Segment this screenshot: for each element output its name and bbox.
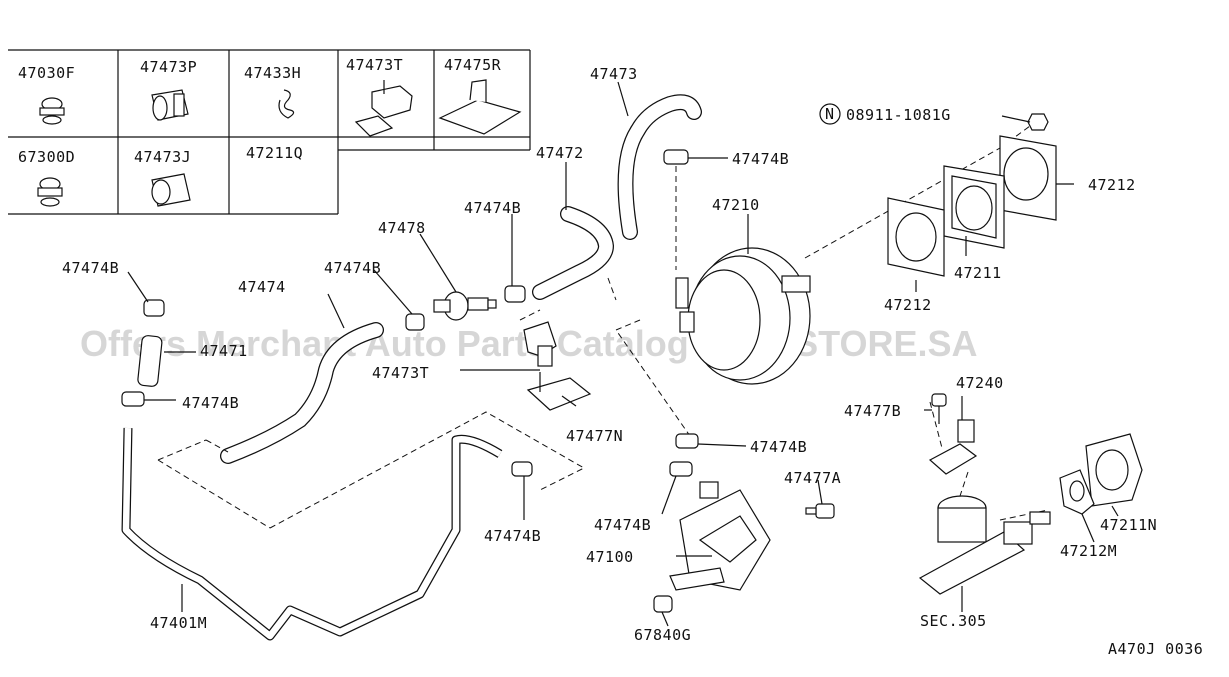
inset-table xyxy=(8,49,531,215)
brake-booster-47210[interactable] xyxy=(675,247,811,385)
label-47474B: 47474B xyxy=(732,150,789,168)
vacuum-switch-47240[interactable] xyxy=(928,419,978,475)
grommet-icon xyxy=(39,97,65,125)
label-47474B: 47474B xyxy=(484,527,541,545)
hose-47474[interactable] xyxy=(220,322,384,464)
label-47474B: 47474B xyxy=(324,259,381,277)
inset-cell-47473J[interactable]: 47473J xyxy=(134,148,191,207)
gasket-47212M[interactable] xyxy=(1059,469,1095,515)
routing-outline xyxy=(157,411,586,529)
bracket-47477N[interactable] xyxy=(526,372,592,411)
part-number: 47475R xyxy=(444,56,502,74)
label-47472: 47472 xyxy=(536,144,584,162)
spring-clip-icon xyxy=(278,89,295,119)
label-47212: 47212 xyxy=(1088,176,1136,194)
label-08911-1081G: 08911-1081G xyxy=(846,106,951,124)
clamp-icon xyxy=(121,149,699,477)
label-47240: 47240 xyxy=(956,374,1004,392)
routing-outline xyxy=(519,277,617,321)
bracket-plate-icon xyxy=(438,79,522,135)
label-47211N: 47211N xyxy=(1100,516,1157,534)
label-47478: 47478 xyxy=(378,219,426,237)
label-47474B: 47474B xyxy=(750,438,807,456)
hose-47472[interactable] xyxy=(532,206,615,300)
cap-67840G[interactable] xyxy=(653,595,673,613)
label-47474B: 47474B xyxy=(594,516,651,534)
routing-outline xyxy=(929,401,969,497)
label-47477N: 47477N xyxy=(566,427,623,445)
bolt-47477B[interactable] xyxy=(931,393,947,424)
inset-cell-47211Q[interactable]: 47211Q xyxy=(246,144,303,207)
flange-47211N[interactable] xyxy=(1085,433,1143,507)
inset-cell-47433H[interactable]: 47433H xyxy=(244,64,301,119)
check-valve-47478[interactable] xyxy=(433,291,497,321)
nut-08911[interactable] xyxy=(1027,113,1049,131)
gasket-47212-front[interactable] xyxy=(887,197,945,277)
gasket-47212-rear[interactable] xyxy=(999,135,1057,221)
label-47473: 47473 xyxy=(590,65,638,83)
label-47474B: 47474B xyxy=(182,394,239,412)
label-47401M: 47401M xyxy=(150,614,207,632)
part-number: 47433H xyxy=(244,64,301,82)
hose-47473[interactable] xyxy=(617,94,702,240)
label-47471: 47471 xyxy=(200,342,248,360)
part-number: 67300D xyxy=(18,148,75,166)
label-47477A: 47477A xyxy=(784,469,841,487)
inset-cell-47473T[interactable]: 47473T xyxy=(346,56,413,137)
label-47477B: 47477B xyxy=(844,402,901,420)
hose-47471[interactable] xyxy=(137,335,163,387)
label-47473T: 47473T xyxy=(372,364,429,382)
inset-cell-47473P[interactable]: 47473P xyxy=(140,58,197,121)
part-number: 47030F xyxy=(18,64,75,82)
inset-cell-47475R[interactable]: 47475R xyxy=(438,56,522,135)
part-number: 47473J xyxy=(134,148,191,166)
inset-cell-67300D[interactable]: 67300D xyxy=(18,148,75,207)
label-47212: 47212 xyxy=(884,296,932,314)
label-47211: 47211 xyxy=(954,264,1002,282)
leader-lines xyxy=(127,81,1119,627)
clip-icon xyxy=(151,173,191,207)
label-47474B: 47474B xyxy=(62,259,119,277)
footer-code: A470J 0036 xyxy=(1108,640,1203,658)
part-number: 47473P xyxy=(140,58,197,76)
spacer-47211[interactable] xyxy=(943,165,1005,249)
label-67840G: 67840G xyxy=(634,626,691,644)
routing-outline xyxy=(615,319,691,437)
n-mark: N xyxy=(825,105,835,123)
label-sec-305: SEC.305 xyxy=(920,612,987,630)
bracket-icon xyxy=(354,80,413,137)
clip-icon xyxy=(151,89,189,121)
routing-outline xyxy=(157,459,271,529)
part-number: 47211Q xyxy=(246,144,303,162)
bolt-47477A[interactable] xyxy=(805,503,835,519)
pipe-47401M[interactable] xyxy=(121,427,503,641)
reservoir-47100[interactable] xyxy=(669,481,771,591)
inset-cell-47030F[interactable]: 47030F xyxy=(18,64,75,125)
label-47474B: 47474B xyxy=(464,199,521,217)
label-47212M: 47212M xyxy=(1060,542,1117,560)
label-47100: 47100 xyxy=(586,548,634,566)
callout-labels: 47473 47472 47474B 47210 N 08911-1081G 4… xyxy=(62,65,1157,644)
label-47210: 47210 xyxy=(712,196,760,214)
master-cylinder[interactable] xyxy=(918,495,1051,595)
label-47474: 47474 xyxy=(238,278,286,296)
grommet-icon xyxy=(37,177,63,207)
bracket-47473T[interactable] xyxy=(523,321,557,367)
n-mark-icon xyxy=(819,103,841,125)
part-number: 47473T xyxy=(346,56,403,74)
